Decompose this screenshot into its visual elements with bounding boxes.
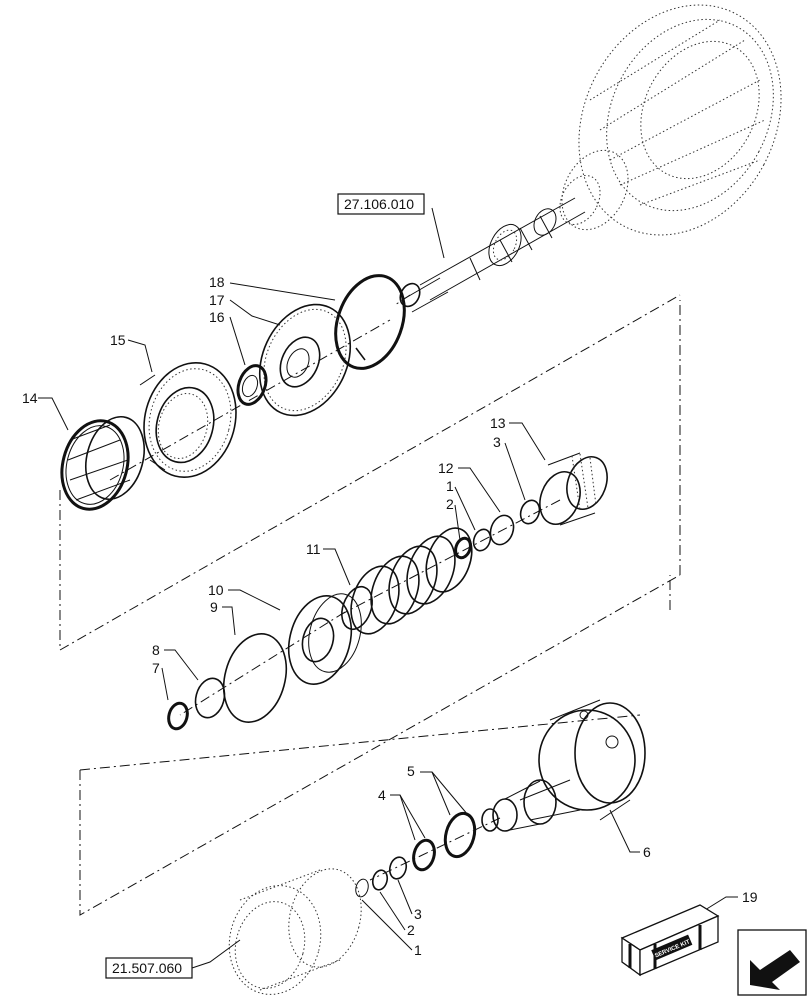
callout-14[interactable]: 14 <box>22 390 38 406</box>
callout-9[interactable]: 9 <box>210 599 218 615</box>
callout-19[interactable]: 19 <box>742 889 758 905</box>
splined-hub-13 <box>539 452 608 526</box>
callout-11[interactable]: 11 <box>306 541 321 557</box>
callout-18[interactable]: 18 <box>209 274 225 290</box>
callout-1-lower[interactable]: 1 <box>414 942 422 958</box>
callout-1-upper[interactable]: 1 <box>446 478 454 494</box>
leader-lines <box>38 207 738 969</box>
bearing-16 <box>236 364 268 406</box>
ring-gear-15 <box>139 361 237 479</box>
callout-10[interactable]: 10 <box>208 582 224 598</box>
piston-10 <box>287 593 362 685</box>
snap-ring-18 <box>334 274 406 370</box>
bevel-ring-gear <box>559 4 782 236</box>
reference-top-label[interactable]: 27.106.010 <box>344 196 414 212</box>
service-kit-box: SERVICE KIT <box>620 904 720 977</box>
housing-6 <box>481 699 646 832</box>
callout-6[interactable]: 6 <box>643 844 651 860</box>
callout-3-upper[interactable]: 3 <box>493 434 501 450</box>
reference-box-top[interactable]: 27.106.010 <box>337 193 425 215</box>
callout-numbers: 18 17 16 15 14 13 3 12 1 2 11 10 9 8 7 5… <box>22 274 758 958</box>
callout-12[interactable]: 12 <box>438 460 454 476</box>
small-rings-upper <box>454 499 541 560</box>
callout-3-lower[interactable]: 3 <box>414 906 422 922</box>
callout-2-upper[interactable]: 2 <box>446 496 454 512</box>
callout-15[interactable]: 15 <box>110 332 126 348</box>
pinion-shaft <box>399 197 586 313</box>
carrier-21-507-060 <box>228 868 362 995</box>
gear-17 <box>258 303 352 417</box>
arrow-bottom-left-icon[interactable] <box>737 929 807 996</box>
o-rings-lower <box>167 633 288 731</box>
spring-11 <box>341 527 473 635</box>
callout-17[interactable]: 17 <box>209 292 225 308</box>
callout-5[interactable]: 5 <box>407 763 415 779</box>
centre-lines <box>59 294 681 916</box>
reference-bottom-label[interactable]: 21.507.060 <box>112 960 182 976</box>
clutch-sleeve-14 <box>60 415 145 511</box>
callout-16[interactable]: 16 <box>209 309 225 325</box>
callout-8[interactable]: 8 <box>152 642 160 658</box>
callout-13[interactable]: 13 <box>490 415 506 431</box>
callout-4[interactable]: 4 <box>378 787 386 803</box>
reference-box-bottom[interactable]: 21.507.060 <box>105 957 193 979</box>
callout-7[interactable]: 7 <box>152 660 160 676</box>
callout-2-lower[interactable]: 2 <box>407 922 415 938</box>
